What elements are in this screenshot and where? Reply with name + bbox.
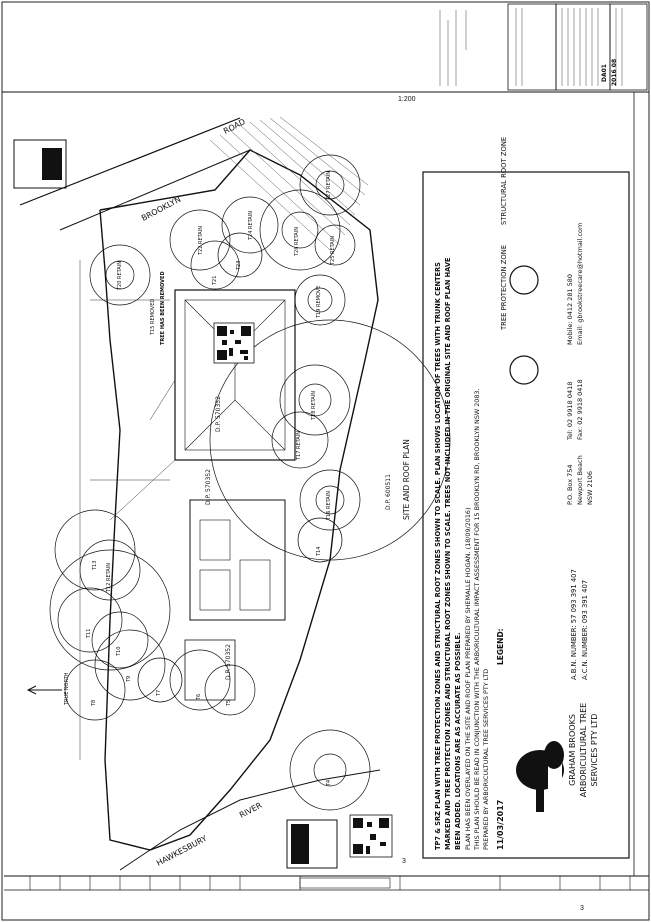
tree-label-t4: T4 bbox=[326, 779, 332, 786]
tpz-circles bbox=[49, 154, 451, 811]
tree-label-t25: T25 RETAIN bbox=[330, 236, 336, 265]
secondary-building bbox=[189, 499, 286, 621]
company-fax: Fax: 02 9918 0418 bbox=[576, 379, 584, 440]
river-edge bbox=[119, 769, 381, 871]
job-number: 2016 08 bbox=[611, 58, 618, 86]
title-block-lines bbox=[439, 8, 623, 86]
company-tel: Tel: 02 9918 0418 bbox=[566, 381, 574, 440]
qr-code-upper bbox=[213, 322, 255, 364]
true-north-label: TRUE NORTH bbox=[64, 672, 70, 705]
srz-legend-label: STRUCTURAL ROOT ZONE bbox=[500, 136, 508, 225]
tree-label-t5: T5 bbox=[226, 699, 232, 706]
lot-label-1: D.P. 570352 bbox=[215, 396, 222, 432]
notes-panel-border bbox=[422, 171, 630, 859]
company-logo bbox=[516, 741, 564, 812]
tree-label-t23: T23 bbox=[236, 260, 242, 270]
view-title: SITE AND ROOF PLAN bbox=[402, 439, 411, 520]
tree-label-t6: T6 bbox=[196, 693, 202, 700]
north-arrow bbox=[26, 685, 62, 695]
tree-label-t22: T22 RETAIN bbox=[198, 226, 204, 255]
room-1 bbox=[199, 519, 231, 561]
scale-ticks bbox=[29, 876, 631, 890]
note-line-5: THIS PLAN SHOULD BE READ IN CONJUNCTION … bbox=[473, 388, 481, 850]
company-name-2: ARBORICULTURAL TREE bbox=[579, 702, 588, 798]
plan-key-box-top bbox=[13, 139, 67, 189]
company-po-1: P.O. Box 754 bbox=[566, 464, 574, 505]
page-number: 3 bbox=[580, 905, 584, 912]
company-name-1: GRAHAM BROOKS bbox=[568, 714, 577, 786]
room-2 bbox=[239, 559, 271, 611]
lot-label-4: D.P. 600511 bbox=[385, 474, 392, 510]
tree-label-t24: T24 RETAIN bbox=[248, 211, 254, 240]
lot-label-2: D.P. 570352 bbox=[205, 469, 212, 505]
tree-label-t10: T10 bbox=[116, 646, 122, 656]
title-block-box-a bbox=[507, 3, 557, 91]
legend-heading: LEGEND: bbox=[496, 628, 505, 665]
tpz-legend-label: TREE PROTECTION ZONE bbox=[500, 244, 508, 330]
dwelling-inner bbox=[184, 299, 286, 451]
tree-label-t7: T7 bbox=[156, 689, 162, 696]
site-boundary bbox=[99, 149, 379, 851]
tree-label-t13: T13 bbox=[92, 560, 98, 570]
company-abn: A.B.N. NUMBER: 57 093 391 407 bbox=[570, 569, 578, 680]
company-po-2: Newport Beach bbox=[576, 455, 584, 505]
scale-bar bbox=[299, 877, 391, 889]
tree-label-t18: T18 RETAIN bbox=[311, 391, 317, 420]
road-edge-1 bbox=[19, 117, 241, 206]
roof-ridge-2 bbox=[184, 399, 286, 451]
plan-key-top-fill bbox=[42, 148, 62, 180]
qr-code-lower bbox=[349, 814, 393, 858]
sheet-number: 3 bbox=[402, 858, 406, 865]
lot-label-3: D.P. 570352 bbox=[225, 644, 232, 680]
company-acn: A.C.N. NUMBER: 093 391 407 bbox=[581, 579, 589, 680]
tree-label-t26: T26 RETAIN bbox=[294, 227, 300, 256]
legend-date: 11/03/2017 bbox=[496, 799, 505, 850]
tree-label-t8: T8 bbox=[91, 699, 97, 706]
road-edge-2 bbox=[59, 149, 251, 231]
tree-label-t17: T17 RETAIN bbox=[296, 431, 302, 460]
company-name-3: SERVICES PTY LTD bbox=[590, 713, 599, 787]
tpz-legend-symbol bbox=[509, 265, 539, 295]
note-line-3: BEEN ADDED. LOCATIONS ARE AS ACCURATE AS… bbox=[454, 632, 462, 850]
title-block-box-c bbox=[609, 3, 648, 91]
company-mobile: Mobile: 0412 281 580 bbox=[566, 273, 574, 345]
plan-key-bottom-fill bbox=[291, 824, 309, 864]
shed bbox=[184, 639, 236, 701]
room-3 bbox=[199, 569, 231, 611]
tree-label-t9: T9 bbox=[126, 675, 132, 682]
tree-label-t27: T27 RETAIN bbox=[326, 171, 332, 200]
note-line-4: PLAN HAS BEEN OVERLAYED ON THE SITE AND … bbox=[464, 507, 472, 850]
road-hatch bbox=[209, 116, 369, 251]
company-email: Email: gbrookstreecare@hotmail.com bbox=[576, 222, 584, 345]
plan-key-box-bottom bbox=[286, 819, 338, 869]
tree-label-t16: T16 RETAIN bbox=[326, 491, 332, 520]
tree-label-t20: T20 RETAIN bbox=[117, 261, 123, 290]
tree-label-t11: T11 bbox=[86, 628, 92, 638]
note-line-1: TP7 & SRZ PLAN WITH TREE PROTECTION ZONE… bbox=[434, 262, 442, 850]
dimension-lines bbox=[79, 260, 176, 760]
scale-label: 1:200 bbox=[398, 96, 416, 103]
srz-legend-symbol bbox=[509, 355, 539, 385]
tree-label-t15: T15 REMOVED bbox=[150, 298, 156, 335]
removed-note: TREE HAS BEEN REMOVED bbox=[160, 271, 166, 345]
tree-label-t14: T14 bbox=[316, 546, 322, 556]
dwelling-footprint bbox=[174, 289, 296, 461]
tree-label-t12: T12 RETAIN bbox=[106, 563, 112, 592]
tree-label-t19: T19 REMOVE bbox=[316, 285, 322, 318]
tree-label-t21: T21 bbox=[212, 275, 218, 285]
drawing-number: DA01 bbox=[601, 64, 608, 82]
company-po-3: NSW 2106 bbox=[586, 470, 594, 505]
note-line-6: PREPARED BY ARBORICULTURAL TREE SERVICES… bbox=[482, 668, 490, 850]
note-line-2: MARKED AND TREE PROTECTION ZONES AND STR… bbox=[444, 257, 452, 850]
